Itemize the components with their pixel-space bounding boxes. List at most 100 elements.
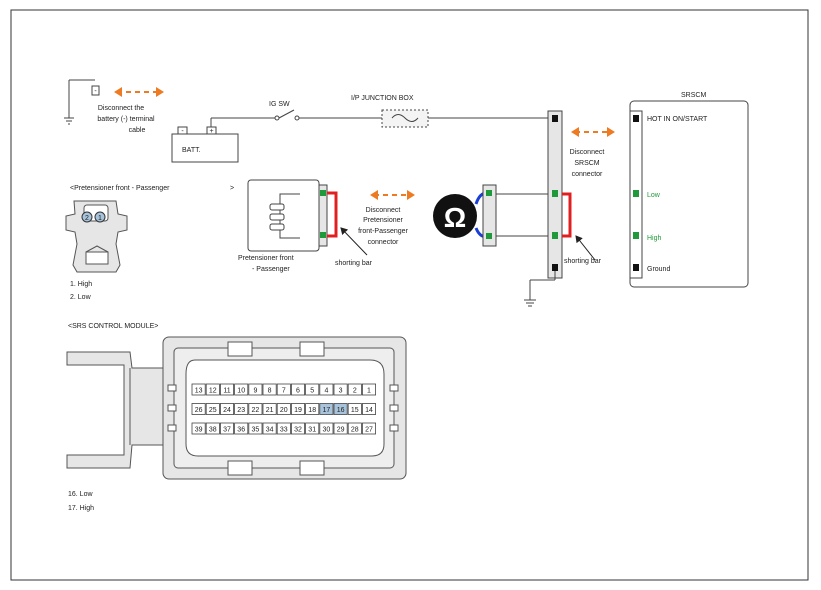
pin-cell-18: [305, 403, 320, 415]
pin-cell-9: [248, 383, 263, 396]
pin-number-23: 23: [237, 407, 245, 414]
pin-number-7: 7: [282, 388, 286, 395]
ig-switch-label: IG SW: [269, 101, 290, 108]
pin-cell-33: [276, 422, 291, 435]
control-module-legend-16: 16. Low: [68, 491, 93, 498]
pin-cell-8: [262, 383, 277, 396]
battery-pos-symbol: +: [209, 128, 213, 135]
pin-number-24: 24: [223, 407, 231, 414]
srscm-disconnect-text-3: connector: [572, 171, 603, 178]
pin-cell-16: [333, 403, 348, 415]
pin-number-31: 31: [308, 427, 316, 434]
pin-cell-35: [248, 422, 263, 435]
junction-box-fuse: [381, 109, 429, 128]
pin-cell-25: [205, 403, 220, 415]
pin-cell-36: [234, 422, 249, 435]
srscm-pin-low: Low: [647, 192, 661, 199]
pin-number-3: 3: [339, 388, 343, 395]
pretensioner-component-label-1: Pretensioner front: [238, 255, 294, 262]
pin-number-39: 39: [195, 427, 203, 434]
srscm-disconnect-text-2: SRSCM: [574, 160, 599, 167]
srscm-pin-hot-in: HOT IN ON/START: [647, 116, 708, 123]
pretensioner-heading: <Pretensioner front - Passenger: [70, 185, 170, 192]
pin-cell-23: [234, 403, 249, 415]
ohm-icon: Ω: [444, 202, 466, 233]
pin-number-34: 34: [266, 427, 274, 434]
pin-number-33: 33: [280, 427, 288, 434]
pin-cell-24: [219, 403, 234, 415]
pin-number-16: 16: [337, 407, 345, 414]
pin-cell-13: [191, 383, 206, 396]
control-module-heading: <SRS CONTROL MODULE>: [68, 323, 158, 330]
junction-box-label: I/P JUNCTION BOX: [351, 95, 414, 102]
ground-terminal: [91, 85, 100, 96]
pin-cell-1: [361, 383, 376, 396]
pin-cell-19: [290, 403, 305, 415]
pin-cell-26: [191, 403, 206, 415]
battery-disconnect-text-3: cable: [129, 127, 146, 134]
pretensioner-disconnect-text-3: front-Passenger: [358, 228, 408, 235]
battery-disconnect-text-2: battery (-) terminal: [97, 116, 155, 123]
pin-number-20: 20: [280, 407, 288, 414]
srscm-shorting-bar-label: shorting bar: [564, 258, 602, 265]
srscm-shorting-bar-pointer: [575, 235, 596, 261]
pin-number-21: 21: [266, 407, 274, 414]
pin-cell-21: [262, 403, 277, 415]
pin-cell-20: [276, 403, 291, 415]
pin-number-18: 18: [308, 407, 316, 414]
pin-cell-15: [347, 403, 362, 415]
pin-cell-7: [276, 383, 291, 396]
ground-terminal-symbol: -: [94, 88, 97, 95]
srscm-pin-ground: Ground: [647, 266, 670, 273]
pin-number-2: 2: [353, 388, 357, 395]
pin-cell-4: [319, 383, 334, 396]
ohmmeter-symbol: [433, 194, 477, 238]
pin-number-25: 25: [209, 407, 217, 414]
pin-cell-34: [262, 422, 277, 435]
pin-number-17: 17: [323, 407, 331, 414]
pin-number-27: 27: [365, 427, 373, 434]
pretensioner-pin-2: 2: [85, 215, 89, 222]
pretensioner-connector-face: [65, 200, 128, 273]
pin-number-15: 15: [351, 407, 359, 414]
pin-cell-39: [191, 422, 206, 435]
pin-cell-31: [305, 422, 320, 435]
srscm-pin-high: High: [647, 235, 662, 242]
power-line: [210, 109, 551, 127]
pin-cell-32: [290, 422, 305, 435]
battery-label: BATT.: [182, 147, 201, 154]
pin-cell-30: [319, 422, 334, 435]
pin-number-9: 9: [253, 388, 257, 395]
pretensioner-disconnect-arrow: [370, 190, 415, 200]
pin-number-28: 28: [351, 427, 359, 434]
diagram-border: [10, 9, 809, 581]
pin-cell-11: [219, 383, 234, 396]
pin-cell-12: [205, 383, 220, 396]
pretensioner-shorting-bar-pointer: [340, 227, 368, 256]
pin-number-13: 13: [195, 388, 203, 395]
pin-number-38: 38: [209, 427, 217, 434]
pin-cell-3: [333, 383, 348, 396]
pin-number-1: 1: [367, 388, 371, 395]
pretensioner-component: [247, 179, 338, 252]
pin-cell-38: [205, 422, 220, 435]
pin-number-37: 37: [223, 427, 231, 434]
battery-disconnect-arrow: [114, 87, 164, 97]
pin-cell-14: [361, 403, 376, 415]
pretensioner-legend-1: 1. High: [70, 281, 92, 288]
battery-disconnect-text-1: Disconnect the: [98, 105, 144, 112]
battery-neg-symbol: -: [181, 128, 184, 135]
pin-cell-37: [219, 422, 234, 435]
pin-number-11: 11: [223, 388, 230, 395]
pin-number-19: 19: [294, 407, 302, 414]
pin-number-30: 30: [323, 427, 331, 434]
pin-number-6: 6: [296, 388, 300, 395]
battery-ground-section: -: [64, 79, 100, 125]
pin-cell-29: [333, 422, 348, 435]
battery-symbol: - + BATT.: [171, 126, 239, 163]
pretensioner-component-label-2: - Passenger: [252, 266, 290, 273]
control-module-legend-17: 17. High: [68, 505, 94, 512]
pin-number-26: 26: [195, 407, 203, 414]
